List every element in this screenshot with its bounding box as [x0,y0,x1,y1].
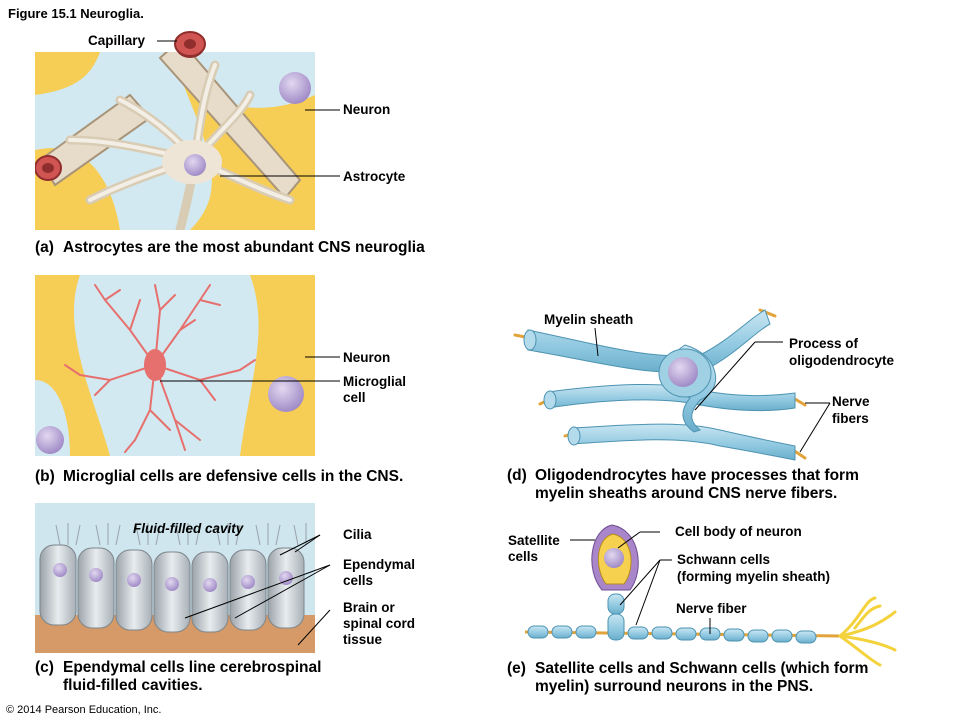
caption-b: (b) Microglial cells are defensive cells … [35,468,403,486]
label-schwann-2: (forming myelin sheath) [677,569,831,584]
label-astrocyte: Astrocyte [343,169,406,184]
caption-b-text: Microglial cells are defensive cells in … [63,468,404,485]
label-nerve-fibers-2: fibers [832,411,869,426]
label-cell-body: Cell body of neuron [675,524,802,539]
caption-c-line2: fluid-filled cavities. [63,677,203,694]
caption-d-line1: Oligodendrocytes have processes that for… [535,467,859,484]
copyright: © 2014 Pearson Education, Inc. [6,704,162,716]
caption-b-letter: (b) [35,468,55,485]
label-neuron-a: Neuron [343,102,391,117]
satellite-schwann-illustration [524,524,897,667]
caption-a: (a) Astrocytes are the most abundant CNS … [35,239,425,257]
figure-title: Figure 15.1 Neuroglia. [8,6,144,21]
label-brain-1: Brain or [343,600,395,615]
caption-d-line2: myelin sheaths around CNS nerve fibers. [535,485,838,502]
label-cilia: Cilia [343,527,372,542]
label-capillary: Capillary [88,33,146,48]
microglia-illustration [35,275,315,456]
ependymal-illustration [35,503,315,653]
caption-c-letter: (c) [35,659,54,676]
caption-e-line1: Satellite cells and Schwann cells (which… [535,660,869,677]
label-brain-2: spinal cord [343,616,416,631]
caption-e-letter: (e) [507,660,526,677]
label-nerve-fibers-1: Nerve [832,394,870,409]
oligodendrocyte-illustration [513,308,807,461]
caption-c-line1: Ependymal cells line cerebrospinal [63,659,322,676]
label-process-2: oligodendrocyte [789,353,895,368]
label-neuron-b: Neuron [343,350,391,365]
label-satellite-2: cells [508,549,539,564]
caption-e: (e) Satellite cells and Schwann cells (wh… [507,660,868,696]
label-brain-3: tissue [343,632,383,647]
label-myelin-sheath: Myelin sheath [544,312,634,327]
label-ependymal-2: cells [343,573,374,588]
label-microglial-2: cell [343,390,366,405]
caption-e-line2: myelin) surround neurons in the PNS. [535,678,814,695]
astrocyte-illustration [35,52,315,230]
caption-c: (c) Ependymal cells line cerebrospinal fl… [35,659,321,695]
label-satellite-1: Satellite [508,533,560,548]
label-nerve-fiber: Nerve fiber [676,601,747,616]
caption-a-letter: (a) [35,239,54,256]
caption-d-letter: (d) [507,467,527,484]
label-ependymal-1: Ependymal [343,557,416,572]
label-schwann-1: Schwann cells [677,552,771,567]
caption-d: (d) Oligodendrocytes have processes that … [507,467,859,503]
caption-a-text: Astrocytes are the most abundant CNS neu… [63,239,425,256]
label-process-1: Process of [789,336,859,351]
label-fluid-cavity: Fluid-filled cavity [133,521,244,536]
label-microglial-1: Microglial [343,374,407,389]
